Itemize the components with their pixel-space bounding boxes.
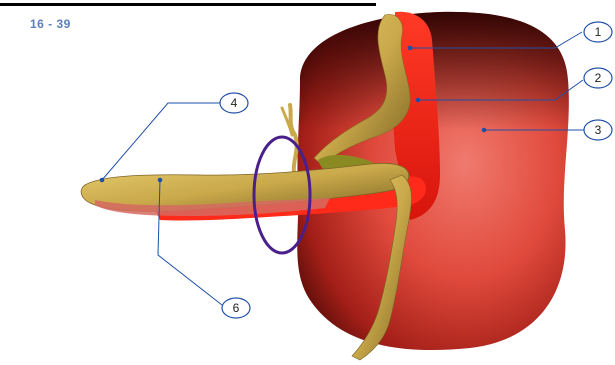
callout-6: 6 (222, 298, 250, 318)
leader-dot-2 (416, 98, 420, 102)
callout-1-label: 1 (595, 25, 602, 39)
callout-3-label: 3 (595, 123, 602, 137)
callout-4: 4 (220, 93, 248, 113)
callout-2-label: 2 (595, 71, 602, 85)
callout-3: 3 (584, 120, 612, 140)
callout-1: 1 (584, 22, 612, 42)
leader-dot-4 (100, 178, 104, 182)
leader-line-4 (102, 103, 220, 180)
leader-dot-6 (158, 178, 162, 182)
callout-4-label: 4 (231, 96, 238, 110)
leader-dot-3 (482, 128, 486, 132)
callout-2: 2 (584, 68, 612, 88)
leader-dot-1 (408, 46, 412, 50)
callout-6-label: 6 (233, 301, 240, 315)
